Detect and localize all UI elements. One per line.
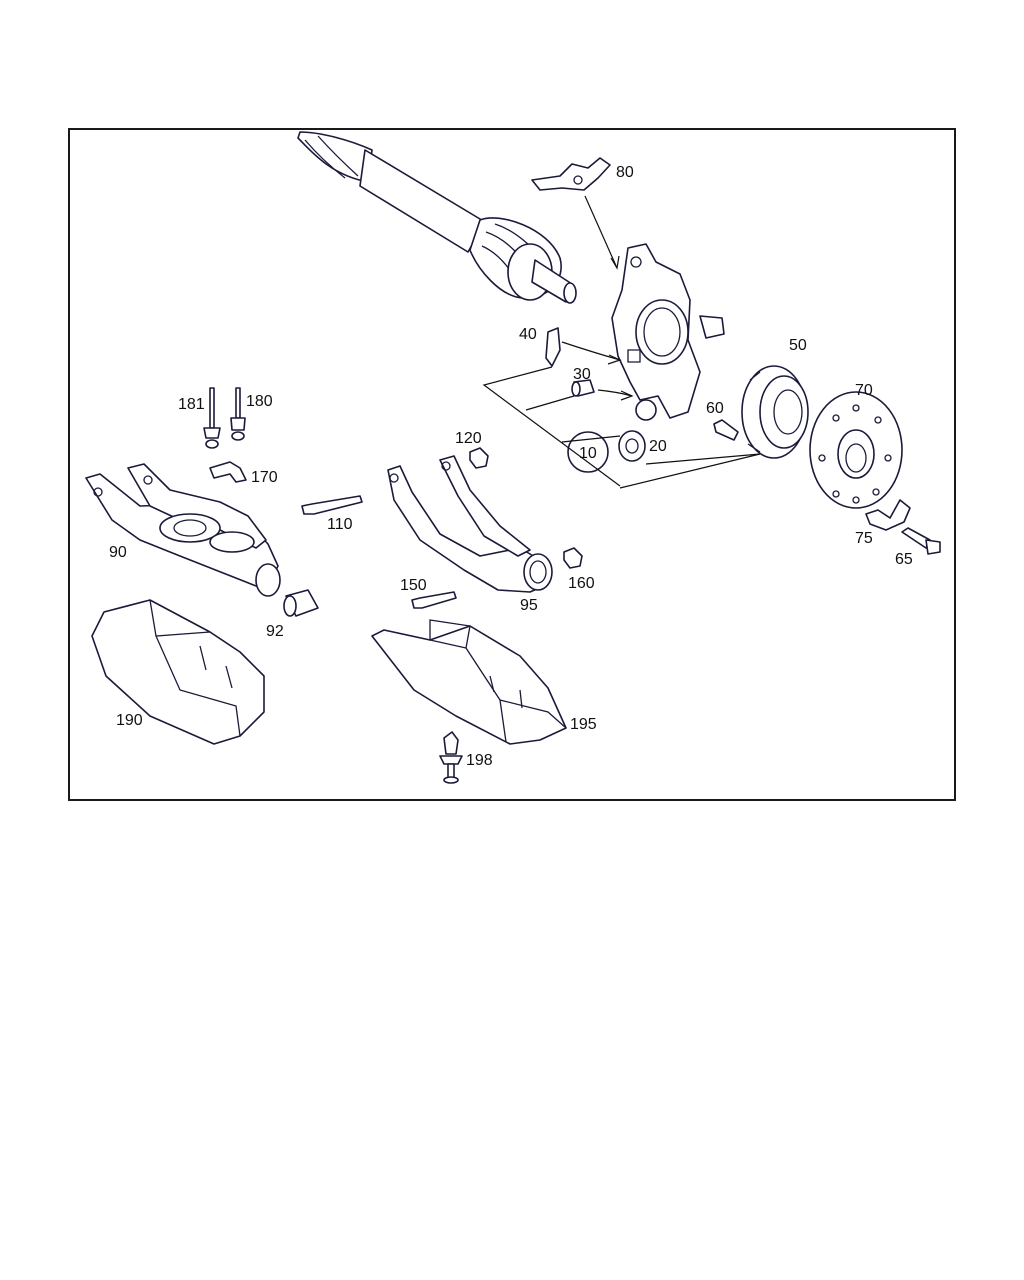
part-190-cover: [91, 599, 265, 745]
part-30-bushing: [571, 379, 634, 401]
diagram-frame: [68, 128, 956, 801]
part-10-wheel-carrier: [611, 243, 725, 421]
part-50-wheel-bearing: [741, 365, 809, 459]
label-60: 60: [706, 400, 724, 417]
part-40-clip: [545, 327, 622, 367]
label-65: 65: [895, 551, 913, 568]
part-60-bolt: [713, 419, 739, 441]
label-92: 92: [266, 623, 284, 640]
part-150-bolt: [411, 591, 457, 609]
part-195-cover: [371, 619, 567, 745]
part-65-bolt: [901, 527, 941, 555]
label-40: 40: [519, 326, 537, 343]
label-50: 50: [789, 337, 807, 354]
label-150: 150: [400, 577, 427, 594]
label-80: 80: [616, 164, 634, 181]
part-180-bolt: [230, 387, 246, 441]
label-75: 75: [855, 530, 873, 547]
label-70: 70: [855, 382, 873, 399]
label-190: 190: [116, 712, 143, 729]
label-10: 10: [579, 445, 597, 462]
part-170-clip: [209, 461, 247, 483]
part-90-control-arm: [85, 463, 281, 597]
label-110: 110: [327, 516, 353, 533]
part-198-clip: [439, 731, 463, 784]
part-75-bracket: [865, 499, 911, 531]
label-181: 181: [178, 396, 205, 413]
part-10-callout-circle: [567, 431, 609, 473]
label-160: 160: [568, 575, 595, 592]
part-92-bushing: [283, 589, 319, 617]
label-195: 195: [570, 716, 597, 733]
part-110-bolt: [301, 495, 363, 515]
label-120: 120: [455, 430, 482, 447]
part-20-bushing: [618, 430, 646, 462]
label-198: 198: [466, 752, 493, 769]
label-30: 30: [573, 366, 591, 383]
part-160-nut: [563, 547, 583, 569]
label-95: 95: [520, 597, 538, 614]
part-80-sensor-bracket: [531, 157, 620, 270]
part-70-wheel-hub: [809, 391, 903, 509]
drive-shaft: [297, 131, 577, 304]
assembly-bracket-lines: [482, 366, 761, 489]
part-120-nut: [469, 447, 489, 469]
part-181-bolt: [203, 387, 221, 449]
label-90: 90: [109, 544, 127, 561]
label-20: 20: [649, 438, 667, 455]
label-170: 170: [251, 469, 278, 486]
part-95-control-arm: [387, 455, 553, 593]
label-180: 180: [246, 393, 273, 410]
